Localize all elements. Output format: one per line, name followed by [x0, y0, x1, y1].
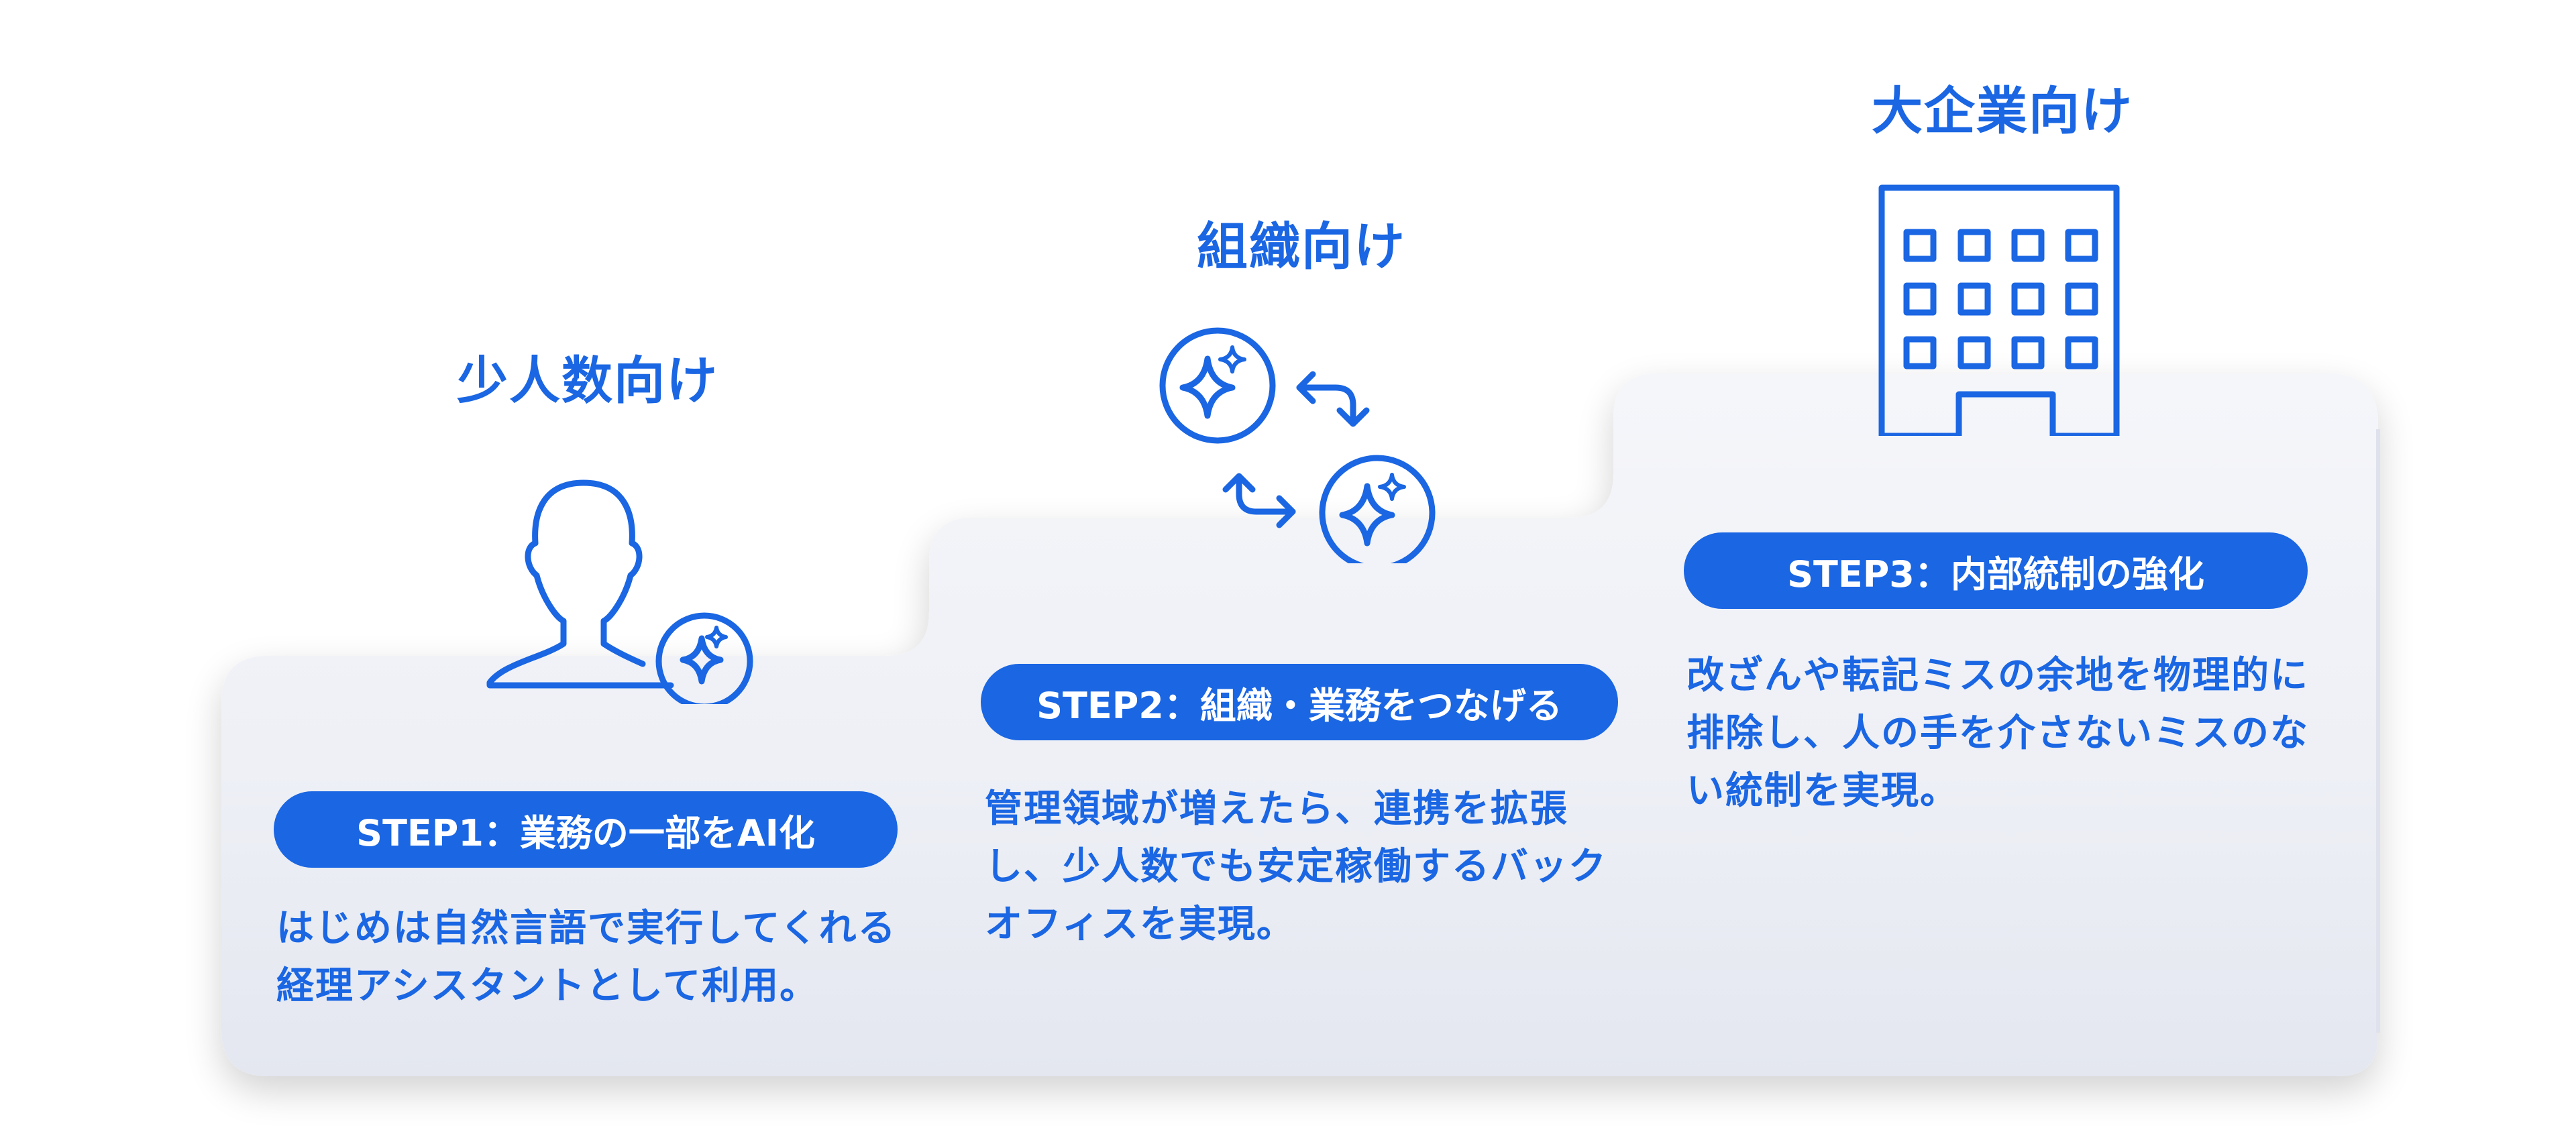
step1-label: STEP1：業務の一部をAI化 — [274, 791, 898, 868]
step3-label: STEP3：内部統制の強化 — [1684, 532, 2308, 609]
step2-audience-heading: 組織向け — [1197, 217, 1406, 276]
step1-description: はじめは自然言語で実行してくれる経理アシスタントとして利用。 — [276, 907, 897, 1008]
step2-description: 管理領域が増えたら、連携を拡張し、少人数でも安定稼働するバックオフィスを実現。 — [985, 787, 1607, 946]
step1-audience-heading: 少人数向け — [457, 351, 718, 410]
step3-description: 改ざんや転記ミスの余地を物理的に排除し、人の手を介さないミスのない統制を実現。 — [1686, 654, 2309, 813]
building-icon — [1878, 184, 2120, 436]
step2-label: STEP2：組織・業務をつなげる — [981, 664, 1618, 740]
person-sparkle-icon — [486, 479, 753, 704]
step3-audience-heading: 大企業向け — [1872, 81, 2133, 141]
sync-sparkle-icon — [1159, 327, 1436, 563]
